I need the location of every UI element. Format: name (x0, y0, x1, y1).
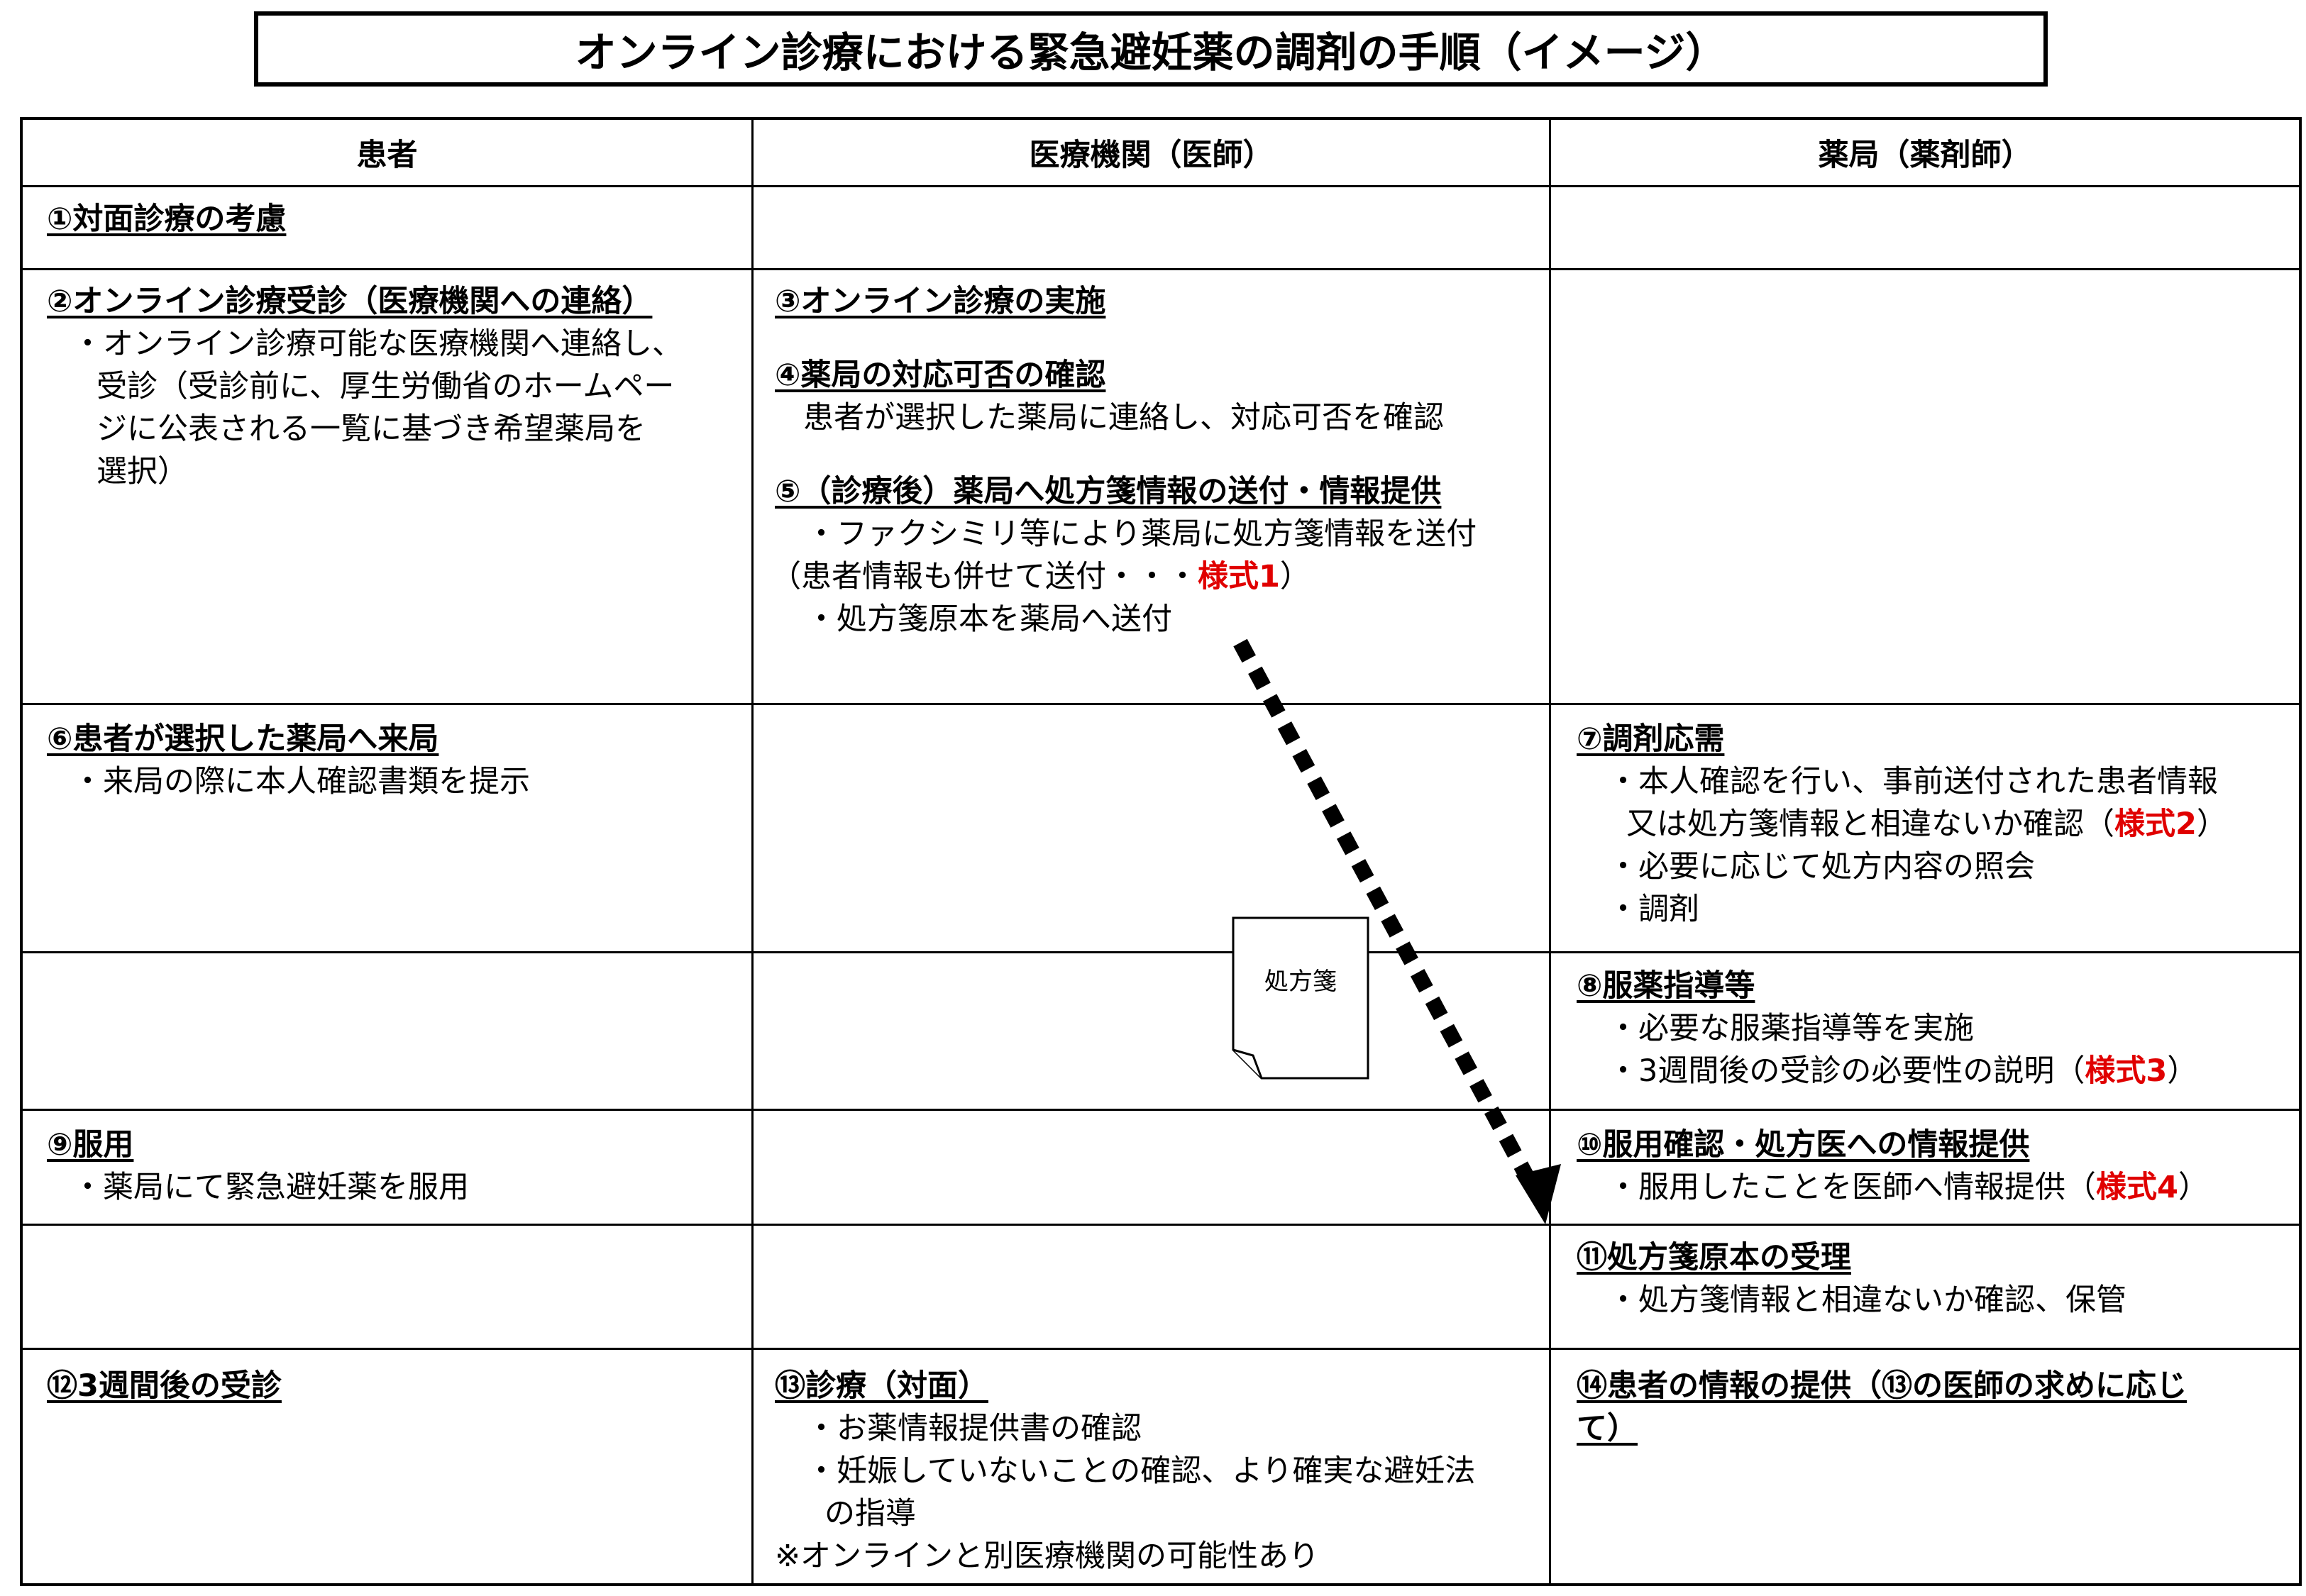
row-divider (21, 1348, 2300, 1350)
step-line: 受診（受診前に、厚生労働省のホームペー (96, 369, 675, 404)
step-2-patient: ②オンライン診療受診（医療機関への連絡） ・オンライン診療可能な医療機関へ連絡し… (47, 280, 742, 493)
step-line: ・オンライン診療可能な医療機関へ連絡し、 (72, 326, 683, 362)
step-line: ・必要な服薬指導等を実施 (1608, 1011, 1974, 1046)
step-line-text: 又は処方箋情報と相違ないか確認（ (1626, 807, 2114, 842)
step-line: ・来局の際に本人確認書類を提示 (72, 764, 530, 799)
step-11-pharmacy: ⑪処方箋原本の受理 ・処方箋情報と相違ないか確認、保管 (1577, 1236, 2297, 1321)
steps-3-5-clinic: ③オンライン診療の実施 ④薬局の対応可否の確認 患者が選択した薬局に連絡し、対応… (771, 280, 1548, 641)
step-line-text: ） (2196, 807, 2227, 842)
column-divider (751, 117, 754, 268)
table-border-bottom (21, 1583, 2300, 1586)
table-border-top (21, 117, 2300, 120)
step-line: ・調剤 (1608, 892, 1699, 927)
step-line: ・服用したことを医師へ情報提供（様式4） (1577, 1166, 2297, 1209)
step-13-clinic: ⑬診療（対面） ・お薬情報提供書の確認 ・妊娠していないことの確認、より確実な避… (775, 1365, 1548, 1578)
column-divider (751, 268, 754, 1586)
prescription-document-icon (1232, 916, 1369, 1080)
column-divider (1549, 117, 1551, 1586)
row-divider (21, 185, 2300, 187)
step-line: ・妊娠していないことの確認、より確実な避妊法 (806, 1453, 1476, 1489)
step-line: ・3週間後の受診の必要性の説明（様式3） (1577, 1050, 2297, 1092)
step-14-pharmacy: ⑭患者の情報の提供（⑬の医師の求めに応じ て） (1577, 1365, 2297, 1450)
step-6-patient: ⑥患者が選択した薬局へ来局 ・来局の際に本人確認書類を提示 (47, 718, 742, 803)
header-pharmacy: 薬局（薬剤師） (1818, 138, 2032, 173)
step-10-pharmacy: ⑩服用確認・処方医への情報提供 ・服用したことを医師へ情報提供（様式4） (1577, 1124, 2297, 1209)
table-border-left (20, 117, 23, 1586)
step-heading: ⑦調剤応需 (1577, 721, 1725, 757)
page-title: オンライン診療における緊急避妊薬の調剤の手順（イメージ） (254, 11, 2048, 87)
form-reference: 様式1 (1198, 559, 1280, 594)
step-line-text: ） (2178, 1170, 2209, 1205)
step-line-text: ） (1279, 559, 1311, 594)
step-heading: ⑥患者が選択した薬局へ来局 (47, 721, 439, 757)
step-heading: ⑫3週間後の受診 (47, 1368, 282, 1404)
step-line: ・薬局にて緊急避妊薬を服用 (72, 1170, 469, 1205)
header-patient: 患者 (356, 138, 418, 173)
step-heading: ⑬診療（対面） (775, 1368, 988, 1404)
step-line-text: （患者情報も併せて送付・・・ (771, 559, 1198, 594)
row-divider (21, 268, 2300, 270)
step-line: ・処方箋情報と相違ないか確認、保管 (1608, 1282, 2126, 1318)
step-heading: ②オンライン診療受診（医療機関への連絡） (47, 284, 653, 319)
row-divider (21, 951, 2300, 953)
step-3-heading: ③オンライン診療の実施 (775, 284, 1106, 319)
step-8-pharmacy: ⑧服薬指導等 ・必要な服薬指導等を実施 ・3週間後の受診の必要性の説明（様式3） (1577, 965, 2297, 1092)
step-line: ・必要に応じて処方内容の照会 (1608, 849, 2035, 885)
step-line: 又は処方箋情報と相違ないか確認（様式2） (1577, 803, 2297, 846)
form-reference: 様式4 (2096, 1170, 2178, 1205)
prescription-label: 処方箋 (1264, 968, 1337, 996)
header-clinic: 医療機関（医師） (1029, 138, 1274, 173)
step-line: ジに公表される一覧に基づき希望薬局を (96, 411, 646, 447)
step-7-pharmacy: ⑦調剤応需 ・本人確認を行い、事前送付された患者情報 又は処方箋情報と相違ないか… (1577, 718, 2297, 931)
step-line: 選択） (96, 454, 188, 489)
row-divider (21, 703, 2300, 705)
form-reference: 様式2 (2114, 807, 2197, 842)
step-heading: ⑭患者の情報の提供（⑬の医師の求めに応じ (1577, 1368, 2187, 1404)
step-line: ・本人確認を行い、事前送付された患者情報 (1608, 764, 2218, 799)
step-line-text: ） (2167, 1053, 2198, 1089)
step-line: ・処方箋原本を薬局へ送付 (806, 602, 1172, 637)
step-5-heading: ⑤（診療後）薬局へ処方箋情報の送付・情報提供 (775, 474, 1442, 509)
step-line: ・ファクシミリ等により薬局に処方箋情報を送付 (806, 516, 1477, 552)
step-line: 患者が選択した薬局に連絡し、対応可否を確認 (803, 400, 1444, 436)
step-heading: ①対面診療の考慮 (47, 201, 287, 237)
row-divider (21, 1224, 2300, 1226)
step-4-heading: ④薬局の対応可否の確認 (775, 358, 1106, 393)
step-line-text: ・服用したことを医師へ情報提供（ (1608, 1170, 2096, 1205)
step-line: （患者情報も併せて送付・・・様式1） (771, 555, 1548, 598)
note: ※オンラインと別医療機関の可能性あり (775, 1539, 1320, 1574)
step-line-text: ・3週間後の受診の必要性の説明（ (1608, 1053, 2085, 1089)
step-heading: て） (1577, 1411, 1638, 1446)
step-line: の指導 (824, 1496, 916, 1531)
step-1-patient: ①対面診療の考慮 (47, 198, 1466, 240)
step-heading: ⑧服薬指導等 (1577, 968, 1755, 1004)
row-divider (21, 1109, 2300, 1111)
step-12-patient: ⑫3週間後の受診 (47, 1365, 742, 1407)
step-9-patient: ⑨服用 ・薬局にて緊急避妊薬を服用 (47, 1124, 742, 1209)
step-heading: ⑪処方箋原本の受理 (1577, 1240, 1851, 1275)
table-border-right (2299, 117, 2302, 1586)
form-reference: 様式3 (2085, 1053, 2168, 1089)
step-line: ・お薬情報提供書の確認 (806, 1411, 1142, 1446)
step-heading: ⑩服用確認・処方医への情報提供 (1577, 1127, 2030, 1163)
step-heading: ⑨服用 (47, 1127, 134, 1163)
